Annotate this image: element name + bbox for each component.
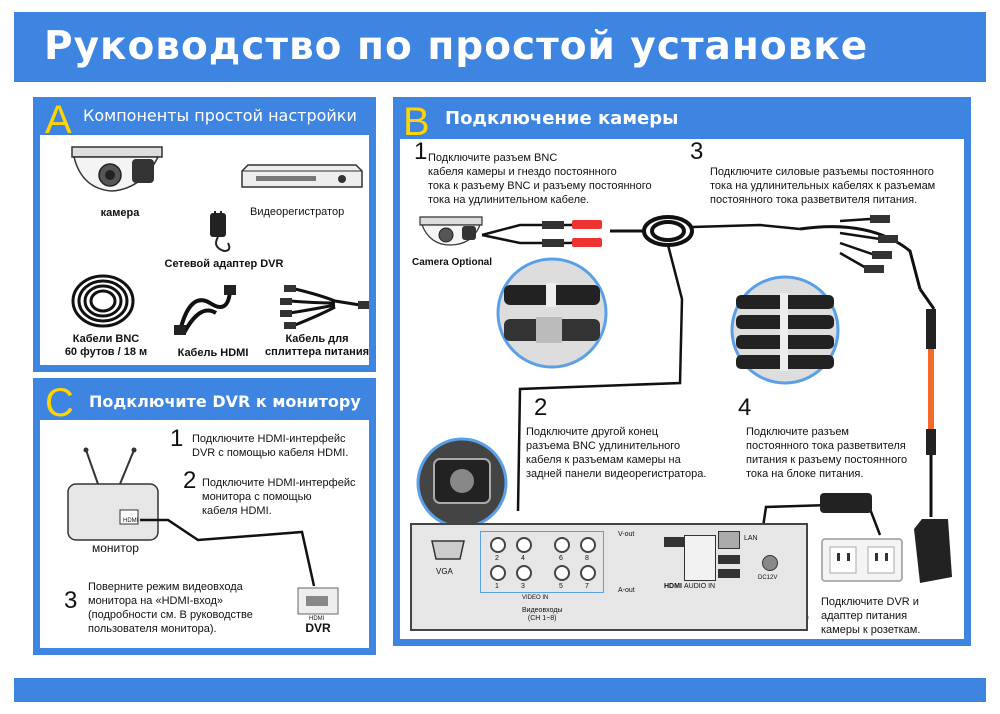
b-step-4-num: 4 [738, 394, 752, 421]
video-inputs-caption: Видеовходы (CH 1~8) [522, 607, 563, 622]
dc-zoom-detail [730, 275, 840, 385]
bnc-port [516, 565, 532, 581]
bnc-port-number: 3 [521, 583, 525, 590]
panel-camera-connection: B Подключение камеры [393, 97, 971, 646]
c-step-2-text: Подключите HDMI-интерфейс монитора с пом… [202, 477, 356, 517]
dvr-small-icon [297, 587, 339, 615]
wall-outlet-icon [821, 538, 903, 582]
panel-c-body: HDMI монитор HDMI DVR 1 Подключите HDMI-… [40, 420, 369, 648]
panel-monitor: C Подключите DVR к монитору HDMI монитор… [33, 378, 376, 655]
c-step-2-num: 2 [183, 467, 197, 494]
bullet-camera-icon [419, 216, 483, 246]
audio-in-label: AUDIO IN [684, 583, 716, 590]
b-step-2-text: Подключите другой конец разъема BNC удли… [526, 426, 707, 480]
camera-label: камера [100, 207, 140, 219]
bnc-port-number: 8 [585, 555, 589, 562]
panel-a-body: камера Видеорегистратор Сетевой адаптер … [40, 135, 369, 365]
bnc-port-number: 7 [585, 583, 589, 590]
adapter-label: Сетевой адаптер DVR [164, 258, 284, 270]
c-step-1-text: Подключите HDMI-интерфейс DVR с помощью … [192, 433, 349, 459]
hdmi-cable-icon [174, 285, 236, 335]
c-step-1-num: 1 [170, 425, 184, 452]
dvr-rear-panel: VGA 2 4 6 8 1 3 5 7 VIDEO IN Видеовходы (CH 1~8… [410, 523, 808, 631]
panel-components: A Компоненты простой настройки камера Ви… [33, 97, 376, 372]
power-adapter-icon [210, 211, 231, 253]
dvr-hdmi-port: HDMI [309, 616, 325, 622]
b-step-4-text: Подключите разъем постоянного тока разве… [746, 426, 908, 480]
bnc-port [490, 565, 506, 581]
lan-label: LAN [744, 535, 758, 542]
vout-label: V-out [618, 531, 635, 538]
panel-c-letter: C [45, 381, 74, 425]
panel-c-title: Подключите DVR к монитору [89, 392, 361, 411]
audio-in-group [684, 535, 716, 581]
b-step-1-text: Подключите разъем BNC кабеля камеры и гн… [428, 152, 652, 206]
footer-bar [14, 678, 986, 702]
usb-port-2 [718, 569, 740, 578]
dc-power-port [762, 555, 778, 571]
b-step-1-num: 1 [414, 139, 428, 165]
dome-camera-icon [71, 146, 163, 192]
c-step-3-num: 3 [64, 587, 78, 614]
bnc-port-number: 2 [495, 555, 499, 562]
splitter-label: Кабель для сплиттера питания [264, 333, 369, 358]
dvr-icon [241, 164, 363, 188]
bnc-port [580, 565, 596, 581]
bnc-port [554, 565, 570, 581]
hdmi-port-label: HDMI [664, 583, 682, 590]
bnc-port [580, 537, 596, 553]
lan-port [718, 531, 740, 549]
monitor-icon [67, 447, 159, 541]
bnc-zoom-detail [496, 257, 608, 369]
page-title: Руководство по простой установке [44, 24, 869, 69]
b-step-3-text: Подключите силовые разъемы постоянного т… [710, 166, 936, 206]
panel-a-title: Компоненты простой настройки [83, 106, 357, 125]
video-in-group [480, 531, 604, 593]
hdmi-cable-label: Кабель HDMI [177, 347, 249, 359]
b-step-5-text: Подключите DVR и адаптер питания камеры … [821, 596, 921, 636]
bnc-port-number: 4 [521, 555, 525, 562]
vga-label: VGA [436, 567, 453, 576]
b-step-2-num: 2 [534, 394, 548, 421]
power-splitter-icon [280, 285, 369, 329]
bnc-port [516, 537, 532, 553]
bnc-port [490, 537, 506, 553]
monitor-label: монитор [92, 541, 139, 555]
bnc-cable-label: Кабели BNC 60 футов / 18 м [64, 333, 148, 358]
dc-label: DC12V [758, 575, 778, 581]
hdmi-port [664, 537, 684, 547]
wiring-diagram [481, 215, 936, 548]
aout-label: A-out [618, 587, 635, 594]
bnc-port-number: 1 [495, 583, 499, 590]
c-step-3-text: Поверните режим видеовхода монитора на «… [88, 581, 253, 635]
panel-b-letter: B [403, 100, 430, 144]
usb-port-1 [718, 555, 740, 564]
panel-b-title: Подключение камеры [445, 108, 679, 129]
panel-b-body: Camera Optional 1 Подключите разъем BNC … [400, 139, 964, 639]
camera-optional-label: Camera Optional [412, 257, 493, 268]
header-banner: Руководство по простой установке [14, 12, 986, 82]
bnc-port-number: 6 [559, 555, 563, 562]
dvr-label: Видеорегистратор [250, 206, 345, 218]
bnc-port [554, 537, 570, 553]
video-in-label: VIDEO IN [522, 595, 549, 601]
bnc-port-number: 5 [559, 583, 563, 590]
camera-power-adapter-icon [914, 519, 952, 583]
vga-port-icon [431, 540, 465, 560]
b-step-3-num: 3 [690, 139, 704, 165]
dvr-small-label: DVR [305, 621, 331, 635]
hdmi-cable-line [140, 518, 316, 587]
panel-a-letter: A [45, 98, 72, 142]
rear-zoom-detail [416, 437, 508, 529]
monitor-hdmi-port: HDMI [123, 518, 139, 524]
bnc-cable-icon [71, 274, 135, 328]
